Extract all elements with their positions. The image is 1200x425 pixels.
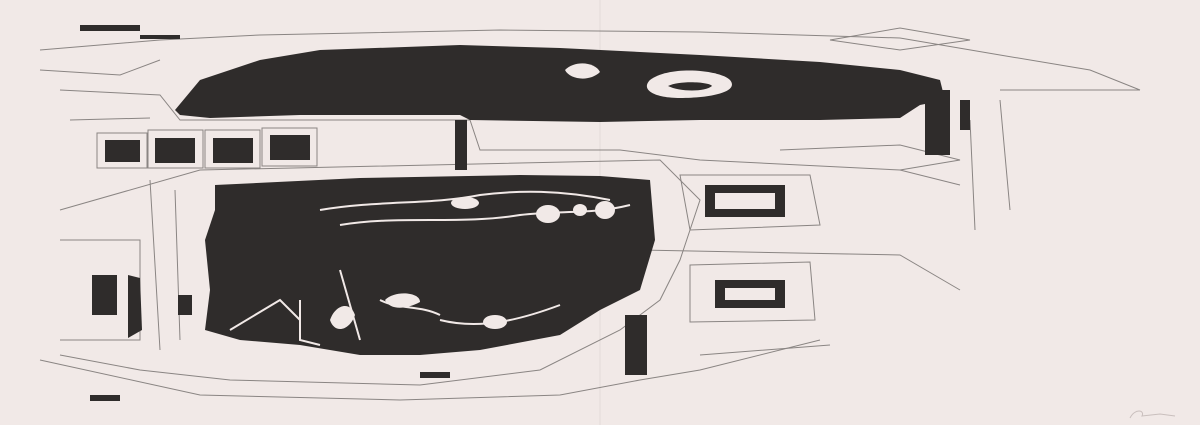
- building-blocks: [80, 25, 970, 401]
- artist-signature: [1129, 410, 1176, 419]
- outline-contours: [39, 27, 1141, 401]
- upper-dark-mass: [175, 45, 945, 122]
- white-marks: [229, 190, 631, 346]
